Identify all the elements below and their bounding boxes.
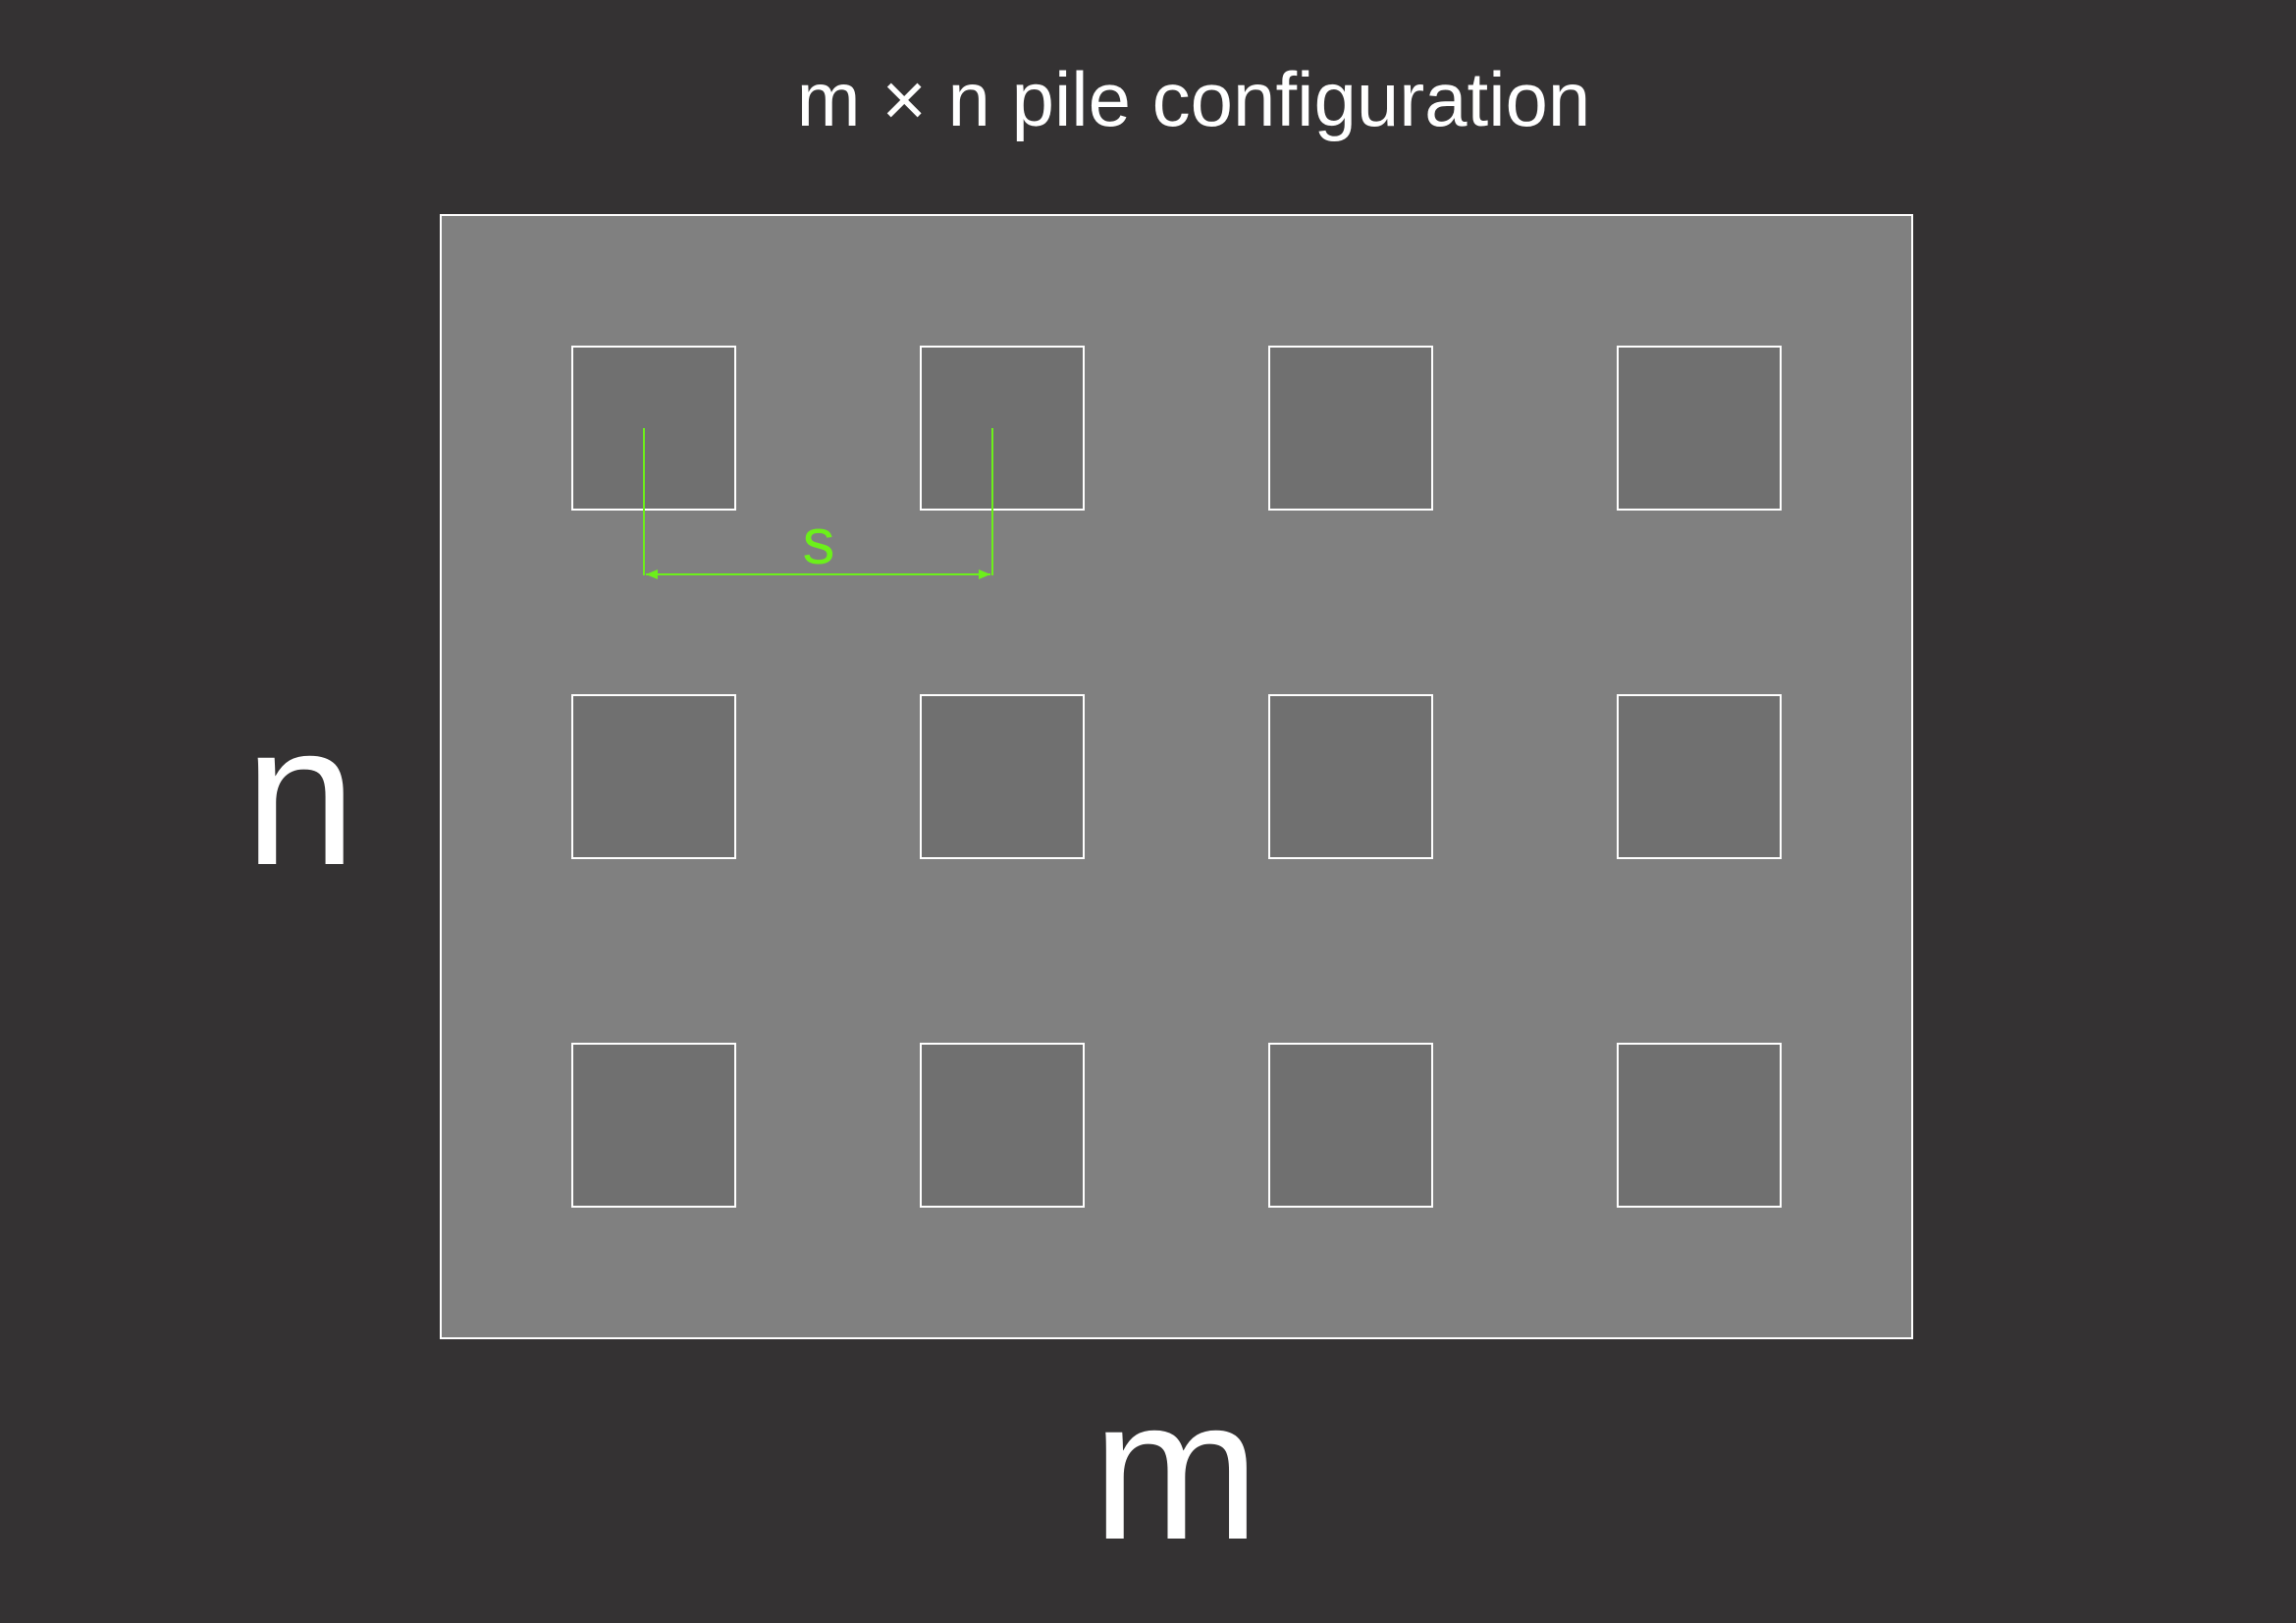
rows-label: n bbox=[244, 682, 356, 907]
pile-section bbox=[1268, 694, 1433, 859]
pile-section bbox=[1268, 1043, 1433, 1208]
pile-section bbox=[571, 694, 736, 859]
columns-label: m bbox=[1093, 1357, 1260, 1582]
pile-section bbox=[571, 346, 736, 511]
spacing-label: s bbox=[803, 505, 835, 577]
pile-section bbox=[920, 1043, 1085, 1208]
pile-section bbox=[1617, 694, 1782, 859]
pile-section bbox=[1617, 346, 1782, 511]
pile-section bbox=[1268, 346, 1433, 511]
pile-section bbox=[920, 694, 1085, 859]
diagram-title: m × n pile configuration bbox=[797, 56, 1591, 142]
spacing-dimension: s bbox=[643, 428, 993, 579]
pile-section bbox=[571, 1043, 736, 1208]
pile-section bbox=[1617, 1043, 1782, 1208]
pile-group bbox=[571, 346, 1782, 1208]
pile-section bbox=[920, 346, 1085, 511]
